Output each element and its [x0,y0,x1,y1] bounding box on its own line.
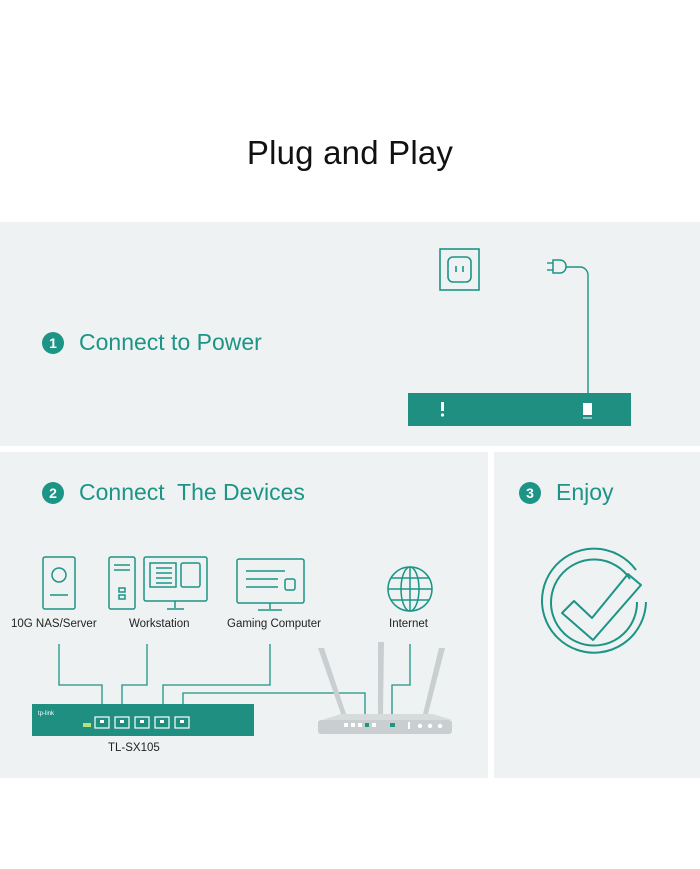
enjoy-illustration [541,547,647,654]
label-workstation: Workstation [129,618,190,630]
switch-back-icon [408,393,631,426]
brand-logo-text: tp-link [38,711,55,717]
step-number: 3 [519,481,541,504]
switch-front-icon: tp-link [32,704,254,736]
router-icon [318,642,452,734]
label-nas: 10G NAS/Server [11,618,97,630]
wall-outlet-icon [439,248,480,291]
nas-server-icon [42,556,76,610]
step-number: 1 [42,331,64,354]
power-illustration [408,248,631,426]
step-connect-devices: 2 Connect The Devices [42,479,305,506]
label-internet: Internet [389,618,428,630]
devices-illustration: tp-link [32,556,452,736]
enjoy-panel: 3 Enjoy [494,452,700,778]
step-label: Enjoy [556,479,614,505]
step-label: Connect to Power [79,329,262,355]
workstation-icon [108,556,208,610]
devices-panel: 2 Connect The Devices [0,452,488,778]
checkmark-circle-icon [541,547,647,654]
step-number: 2 [42,481,64,504]
power-plug-icon [547,259,589,393]
step-label: Connect The Devices [79,479,305,505]
switch-model-label: TL-SX105 [108,742,160,754]
power-panel: 1 Connect to Power [0,222,700,446]
internet-globe-icon [387,566,433,612]
gaming-computer-icon [236,558,305,611]
step-connect-power: 1 Connect to Power [42,329,262,356]
page-title: Plug and Play [246,134,454,171]
label-gaming-computer: Gaming Computer [227,618,321,630]
step-enjoy: 3 Enjoy [519,479,614,506]
